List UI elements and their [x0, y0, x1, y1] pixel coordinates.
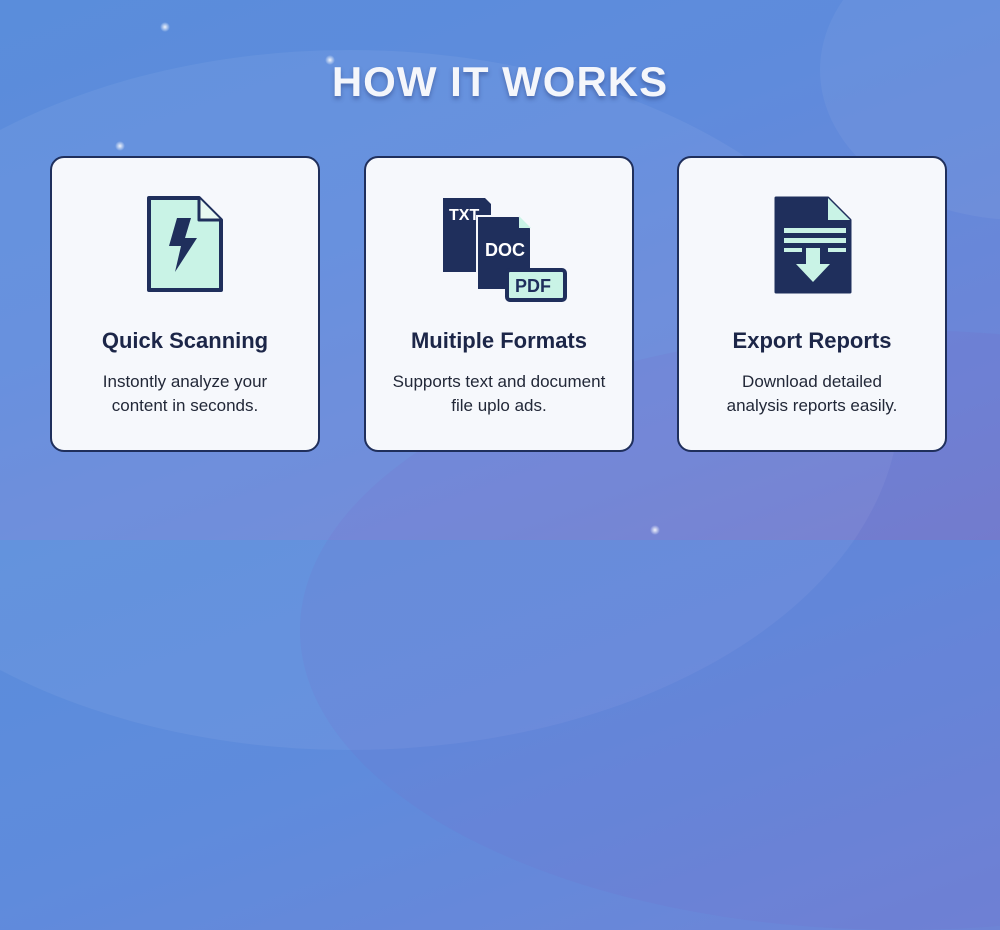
document-download-icon	[679, 194, 945, 304]
page-title: HOW IT WORKS	[331, 58, 669, 105]
sparkle-decoration	[325, 55, 335, 65]
feature-card-quick-scanning: Quick Scanning Instontly analyze your co…	[50, 156, 320, 452]
svg-text:TXT: TXT	[449, 207, 479, 224]
card-title: Muitiple Formats	[410, 328, 587, 353]
card-description: Download detailed analysis reports easil…	[726, 372, 898, 415]
multiple-formats-icon: TXT DOC PDF	[366, 194, 632, 304]
card-description: Instontly analyze your content in second…	[102, 372, 268, 415]
sparkle-decoration	[160, 22, 170, 32]
card-title: Quick Scanning	[101, 328, 269, 353]
card-title: Export Reports	[732, 328, 892, 353]
document-lightning-icon	[52, 194, 318, 304]
feature-card-multiple-formats: TXT DOC PDF Muitiple Formats Supports te…	[364, 156, 634, 452]
card-description: Supports text and document file uplo ads…	[392, 372, 606, 415]
feature-card-export-reports: Export Reports Download detailed analysi…	[677, 156, 947, 452]
sparkle-decoration	[650, 525, 660, 535]
sparkle-decoration	[115, 141, 125, 151]
svg-text:PDF: PDF	[515, 276, 551, 296]
svg-text:DOC: DOC	[485, 240, 525, 260]
